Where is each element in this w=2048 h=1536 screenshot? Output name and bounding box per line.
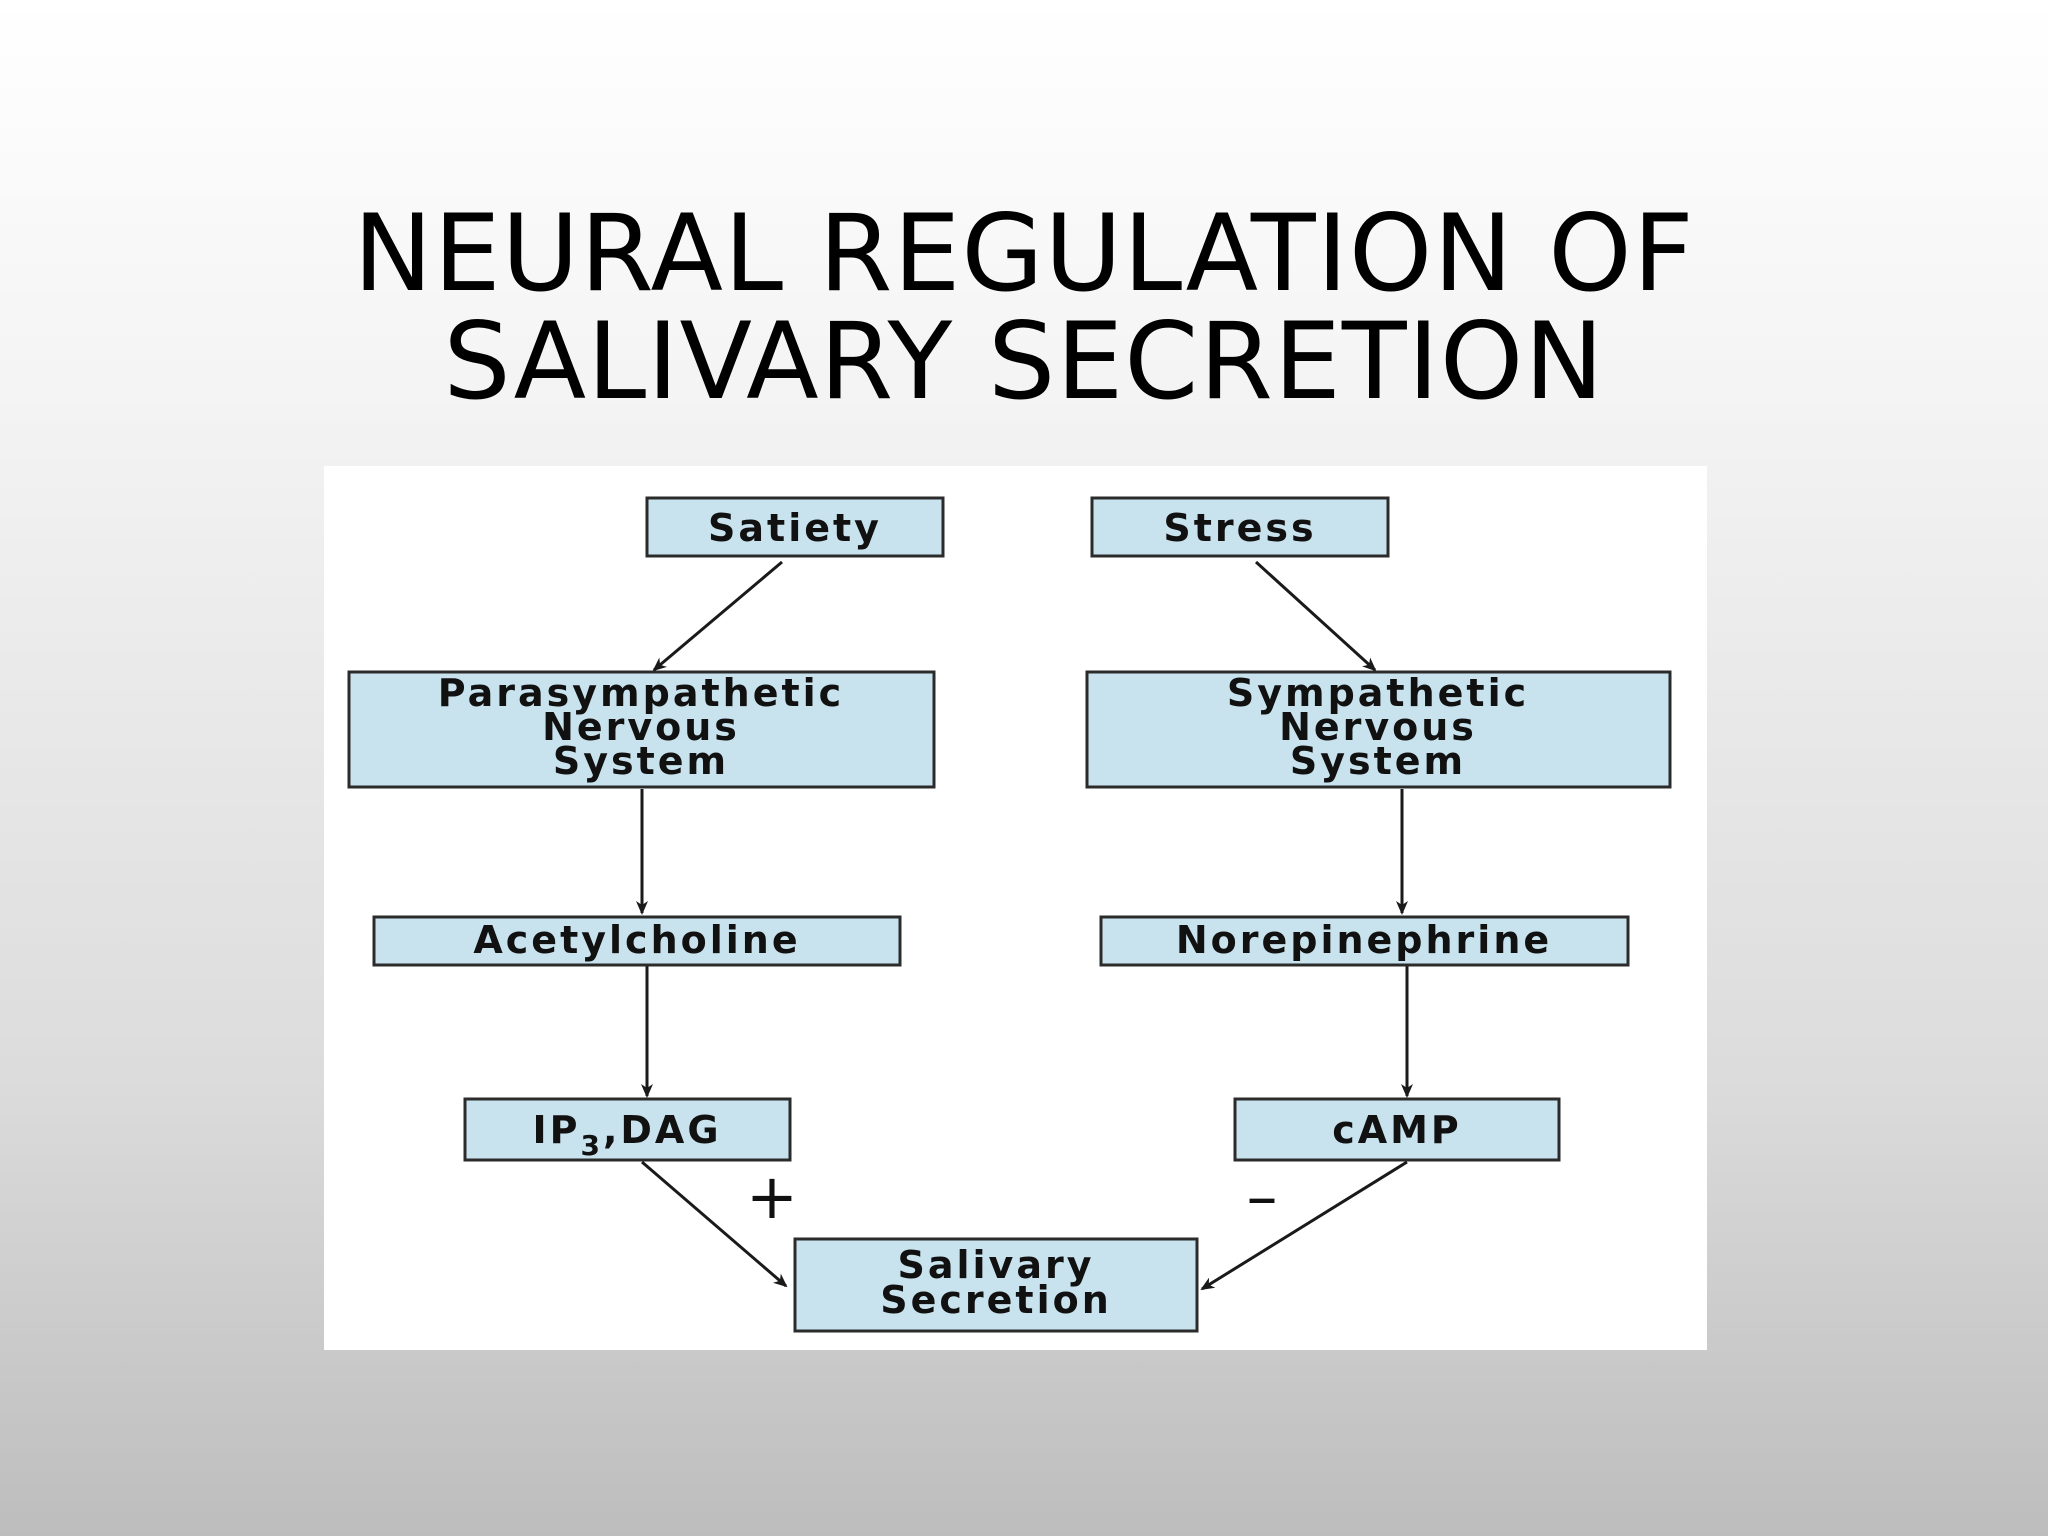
node-satiety-label: Satiety xyxy=(708,506,882,550)
node-stress-label: Stress xyxy=(1163,506,1316,550)
inhibitory-sign: – xyxy=(1247,1160,1278,1233)
node-acetylcholine-label: Acetylcholine xyxy=(473,918,800,962)
node-stress: Stress xyxy=(1090,496,1390,558)
node-ip3-dag-subscript: 3 xyxy=(580,1129,602,1162)
node-camp: cAMP xyxy=(1233,1097,1561,1162)
node-camp-label: cAMP xyxy=(1332,1108,1462,1152)
node-sympathetic-label-line-1: Sympathetic xyxy=(1227,671,1529,715)
node-sympathetic-nervous-system: Sympathetic Nervous System xyxy=(1085,670,1672,789)
node-norepinephrine: Norepinephrine xyxy=(1099,915,1630,967)
node-satiety: Satiety xyxy=(645,496,945,558)
node-norepinephrine-label: Norepinephrine xyxy=(1176,918,1552,962)
node-sympathetic-label-line-2: Nervous xyxy=(1279,705,1477,749)
node-parasympathetic-nervous-system: Parasympathetic Nervous System xyxy=(347,670,936,789)
node-salivary-label-line-2: Secretion xyxy=(880,1278,1112,1322)
slide-title-line-2: SALIVARY SECRETION xyxy=(443,300,1605,423)
node-ip3-dag-prefix: IP xyxy=(532,1108,580,1152)
node-acetylcholine: Acetylcholine xyxy=(372,915,902,967)
node-sympathetic-label-line-3: System xyxy=(1290,739,1466,783)
flow-diagram-panel: Satiety Stress Parasympathetic Nervous S… xyxy=(324,466,1707,1350)
node-ip3-dag-label: IP3,DAG xyxy=(532,1108,721,1162)
arrow-ip3-dag-to-salivary-secretion xyxy=(641,1160,788,1288)
node-ip3-dag: IP3,DAG xyxy=(463,1097,792,1162)
flow-diagram: Satiety Stress Parasympathetic Nervous S… xyxy=(347,496,1672,1333)
slide-title: NEURAL REGULATION OF SALIVARY SECRETION xyxy=(0,200,2048,416)
stimulatory-sign: + xyxy=(746,1160,798,1233)
arrow-camp-to-salivary-secretion xyxy=(1200,1160,1408,1291)
node-parasympathetic-label-line-2: Nervous xyxy=(542,705,740,749)
arrow-stress-to-sympathetic xyxy=(1254,560,1377,672)
node-parasympathetic-label-line-3: System xyxy=(553,739,729,783)
node-salivary-secretion: Salivary Secretion xyxy=(793,1237,1199,1333)
node-parasympathetic-label-line-1: Parasympathetic xyxy=(438,671,844,715)
node-ip3-dag-suffix: ,DAG xyxy=(603,1108,722,1152)
node-salivary-label-line-1: Salivary xyxy=(898,1243,1095,1287)
slide-title-line-1: NEURAL REGULATION OF xyxy=(353,192,1695,315)
arrow-satiety-to-parasympathetic xyxy=(652,560,783,672)
